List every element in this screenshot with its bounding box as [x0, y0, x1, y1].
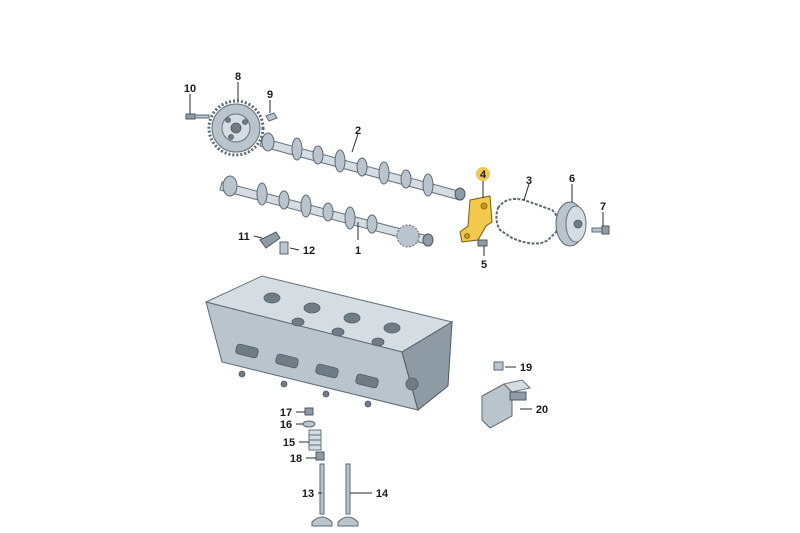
- cylinder-head: [204, 275, 454, 411]
- label-part-14: 14: [376, 488, 389, 500]
- part-11-rocker-arm: [259, 231, 281, 249]
- part-18-valve-stem-seal: [315, 451, 325, 461]
- label-part-13: 13: [302, 488, 314, 500]
- part-labels: 1 2 3 4 5 6 7 8 9 10 11 12 13 14 15 16 1…: [184, 71, 606, 500]
- label-part-16: 16: [280, 419, 292, 431]
- label-part-1: 1: [355, 245, 361, 257]
- label-part-7: 7: [600, 201, 606, 213]
- part-13-valve: [311, 463, 333, 527]
- label-part-3: 3: [526, 175, 532, 187]
- label-part-11: 11: [238, 231, 250, 243]
- label-part-2: 2: [355, 125, 361, 137]
- part-16-spring-seat: [302, 420, 316, 428]
- part-3-drive-chain: [495, 198, 559, 245]
- part-4-chain-tensioner: [459, 195, 493, 243]
- part-17-collet: [304, 407, 314, 416]
- leader-lines: [189, 82, 604, 494]
- label-part-17: 17: [280, 407, 292, 419]
- label-part-18: 18: [290, 453, 302, 465]
- label-part-9: 9: [267, 89, 273, 101]
- label-part-19: 19: [520, 362, 532, 374]
- part-14-valve: [337, 463, 359, 527]
- part-15-valve-spring: [308, 429, 322, 451]
- part-1-camshaft: [219, 175, 434, 248]
- label-part-6: 6: [569, 173, 575, 185]
- label-part-20: 20: [536, 404, 548, 416]
- part-9-key: [265, 112, 278, 122]
- highlight-marker: [476, 167, 490, 181]
- part-10-bolt: [185, 113, 210, 120]
- part-7-bolt: [591, 225, 610, 235]
- label-part-10: 10: [184, 83, 196, 95]
- part-19-cap: [493, 361, 504, 371]
- label-part-4: 4: [480, 169, 487, 181]
- part-6-camshaft-adjuster: [555, 201, 587, 247]
- label-part-15: 15: [283, 437, 295, 449]
- part-8-camshaft-sprocket: [207, 99, 265, 157]
- part-20-housing: [481, 379, 531, 429]
- label-part-12: 12: [303, 245, 315, 257]
- part-5-bolt: [477, 239, 488, 247]
- label-part-8: 8: [235, 71, 241, 83]
- part-12-hydraulic-element: [279, 241, 289, 255]
- label-part-5: 5: [481, 259, 487, 271]
- part-2-camshaft: [259, 132, 466, 201]
